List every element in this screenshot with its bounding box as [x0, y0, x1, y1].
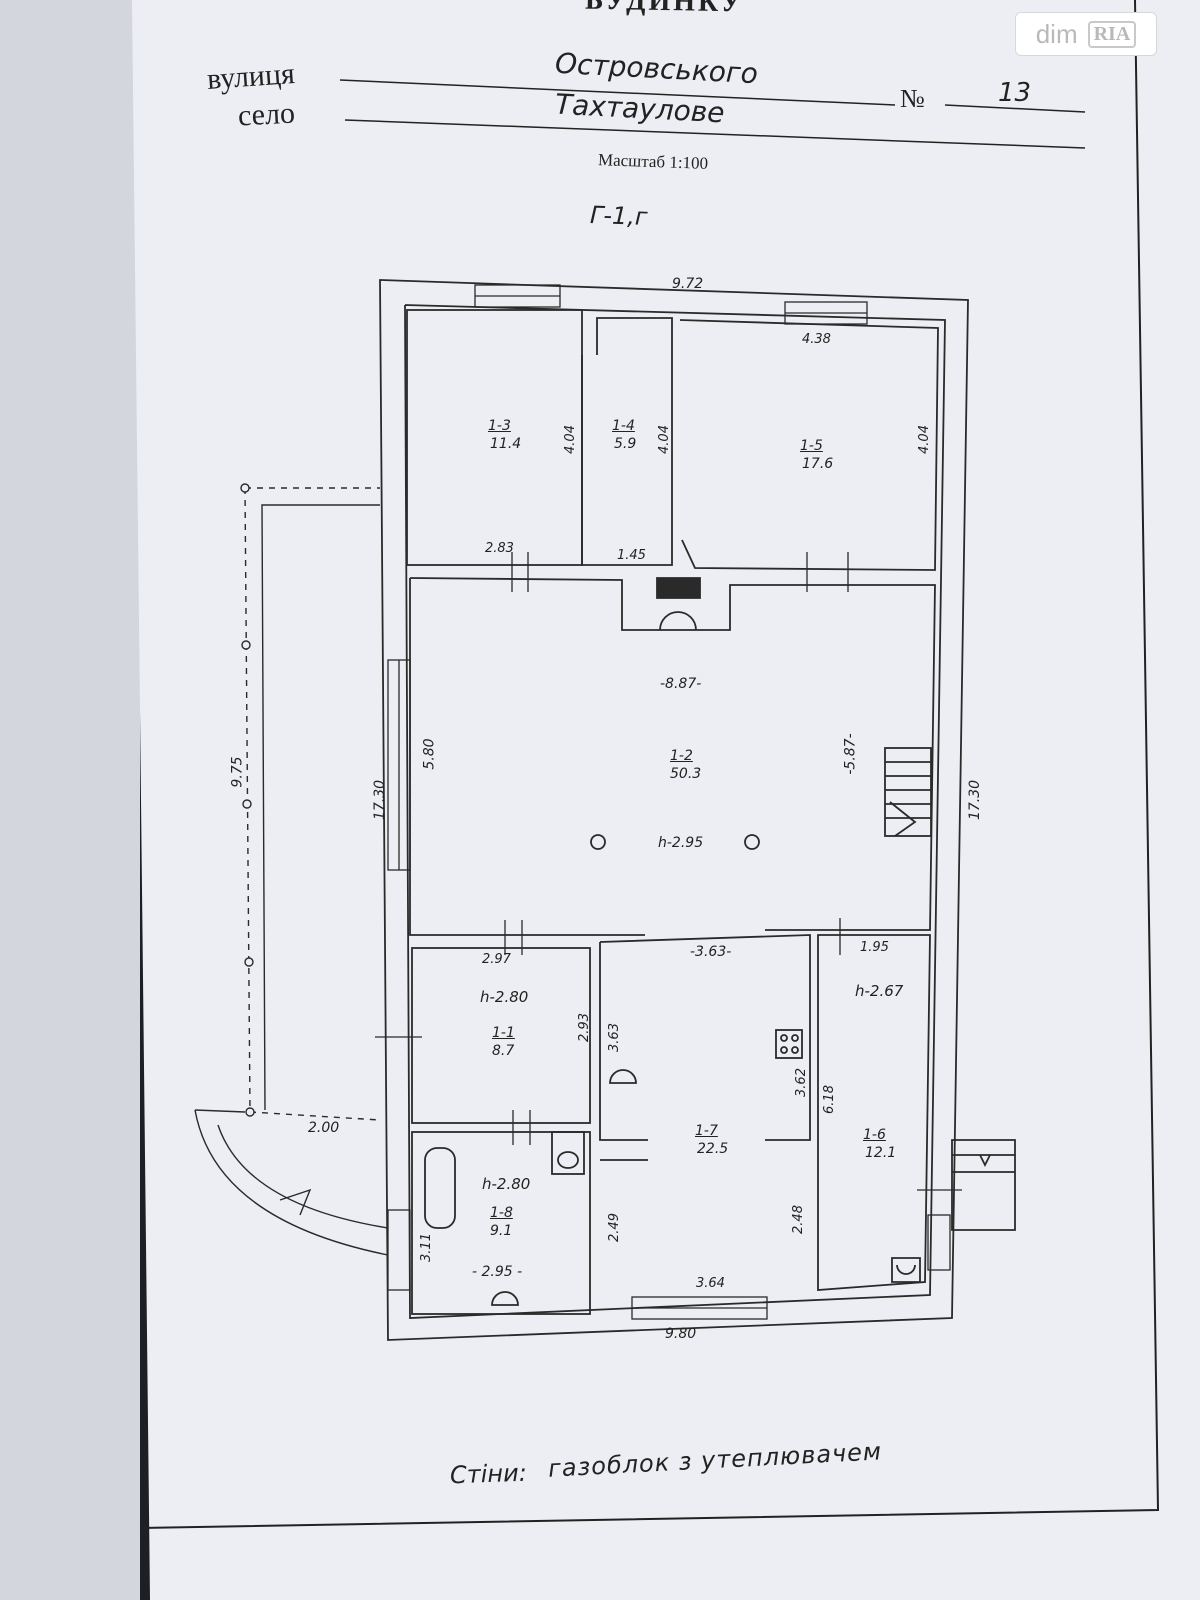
- street-value: Островського: [554, 46, 759, 91]
- dim-r15-vertical: 4.04: [916, 425, 932, 454]
- room-1-2-height: h-2.95: [658, 835, 704, 851]
- room-1-5-area: 17.6: [802, 456, 834, 472]
- dim-r14-vertical: 4.04: [656, 425, 672, 454]
- village-label: село: [237, 96, 296, 133]
- dim-ria-watermark: dim RIA: [1015, 12, 1157, 56]
- scale-label: Масштаб 1:100: [597, 150, 709, 173]
- room-1-5-outline: [679, 319, 939, 571]
- watermark-badge: RIA: [1087, 20, 1137, 48]
- floor-plan: [194, 279, 1016, 1341]
- watermark-brand: dim: [1035, 18, 1078, 49]
- room-1-4-area: 5.9: [614, 436, 637, 452]
- dim-r16-vertical: 6.18: [821, 1085, 837, 1114]
- dim-r17-left-upper: 3.63: [606, 1023, 622, 1052]
- building-code: Г-1,г: [589, 201, 649, 231]
- dim-right-total: 17.30: [967, 779, 984, 821]
- dim-r11-right: 2.93: [576, 1013, 592, 1042]
- column-left: [590, 834, 606, 850]
- fireplace-arc: [659, 611, 697, 631]
- dim-r12-left: 5.80: [421, 738, 438, 770]
- room-1-6-outline: [817, 934, 931, 1291]
- windows: [387, 284, 951, 1320]
- previous-page-edge: [0, 0, 140, 1600]
- street-label: вулиця: [205, 56, 296, 97]
- terrace-posts: [240, 483, 255, 1117]
- room-1-8-area: 9.1: [490, 1223, 513, 1239]
- dim-r17-left-lower: 2.49: [606, 1213, 622, 1242]
- dim-r17-right-upper: 3.62: [793, 1068, 809, 1097]
- room-1-7-outline-lower: [599, 942, 648, 1141]
- dim-r14-bottom: 1.45: [617, 548, 646, 563]
- room-1-1-area: 8.7: [492, 1043, 515, 1059]
- room-1-2-id: 1-2: [670, 748, 693, 764]
- inner-wall-line: [404, 304, 946, 1319]
- dim-terrace-length: 9.75: [229, 756, 246, 788]
- room-1-4-id: 1-4: [612, 418, 635, 434]
- street-underline: [339, 79, 896, 106]
- heater-symbol: [609, 1069, 637, 1084]
- fireplace-symbol: [656, 577, 701, 599]
- room-1-8-id: 1-8: [490, 1205, 513, 1221]
- dim-top-total: 9.72: [672, 276, 704, 292]
- walls-label: Стіни:: [449, 1458, 528, 1490]
- outer-wall-outline: [379, 279, 969, 1341]
- room-1-2-outline: [409, 577, 936, 931]
- bathtub-symbol: [424, 1147, 456, 1229]
- room-1-3-area: 11.4: [490, 436, 522, 452]
- room-1-7-outline: [599, 934, 811, 1141]
- door-marks: [375, 552, 962, 1191]
- dim-r18-left: 3.11: [418, 1233, 434, 1262]
- dim-r12-width: -8.87-: [660, 676, 702, 692]
- room-1-8-height: h-2.80: [482, 1175, 531, 1193]
- sink-symbol: [891, 1257, 921, 1283]
- number-value: 13: [998, 78, 1032, 108]
- room-1-1-id: 1-1: [492, 1025, 515, 1041]
- room-1-6-id: 1-6: [863, 1127, 886, 1143]
- room-1-7-area: 22.5: [697, 1141, 729, 1157]
- room-1-8-outline: [411, 1131, 591, 1315]
- staircase: [884, 747, 932, 837]
- room-1-1-outline: [411, 947, 591, 1124]
- village-underline: [344, 119, 1086, 149]
- page-sheet: [132, 0, 1200, 1600]
- room-1-2-area: 50.3: [670, 766, 702, 782]
- dim-r12-right: -5.87-: [842, 733, 859, 775]
- toilet-symbol: [551, 1131, 585, 1175]
- number-label: №: [900, 84, 925, 113]
- dim-r18-bottom: - 2.95 -: [472, 1264, 523, 1280]
- room-1-3-id: 1-3: [488, 418, 511, 434]
- number-underline: [944, 104, 1086, 113]
- room-1-1-height: h-2.80: [480, 988, 529, 1006]
- dim-r17-bottom: 3.64: [696, 1276, 725, 1291]
- room-1-6-area: 12.1: [865, 1145, 897, 1161]
- room-1-4-outline: [581, 317, 673, 566]
- village-value: Тахтаулове: [554, 87, 726, 130]
- dim-r16-top: 1.95: [860, 940, 889, 955]
- dim-r11-top: 2.97: [482, 952, 511, 967]
- dim-left-total: 17.30: [372, 779, 389, 821]
- column-right: [744, 834, 760, 850]
- stove-symbol: [775, 1029, 803, 1059]
- terrace-solid: [194, 504, 389, 1256]
- dim-r13-vertical: 4.04: [562, 425, 578, 454]
- dim-r15-top: 4.38: [802, 332, 831, 347]
- entrance-steps: [951, 1139, 1016, 1231]
- dim-terrace-width: 2.00: [308, 1120, 340, 1136]
- room-1-6-height: h-2.67: [855, 982, 904, 1000]
- room-1-5-id: 1-5: [800, 438, 823, 454]
- dim-r17-top: -3.63-: [690, 944, 732, 960]
- dim-bottom-total: 9.80: [665, 1326, 697, 1342]
- page-frame: [139, 0, 1160, 1529]
- dim-r17-right-lower: 2.48: [790, 1205, 806, 1234]
- boiler-symbol: [491, 1291, 519, 1306]
- document-title: БУДИНКУ: [584, 0, 745, 19]
- walls-value: газоблок з утеплювачем: [547, 1437, 883, 1483]
- room-1-7-id: 1-7: [695, 1123, 718, 1139]
- dim-r13-bottom: 2.83: [485, 541, 514, 556]
